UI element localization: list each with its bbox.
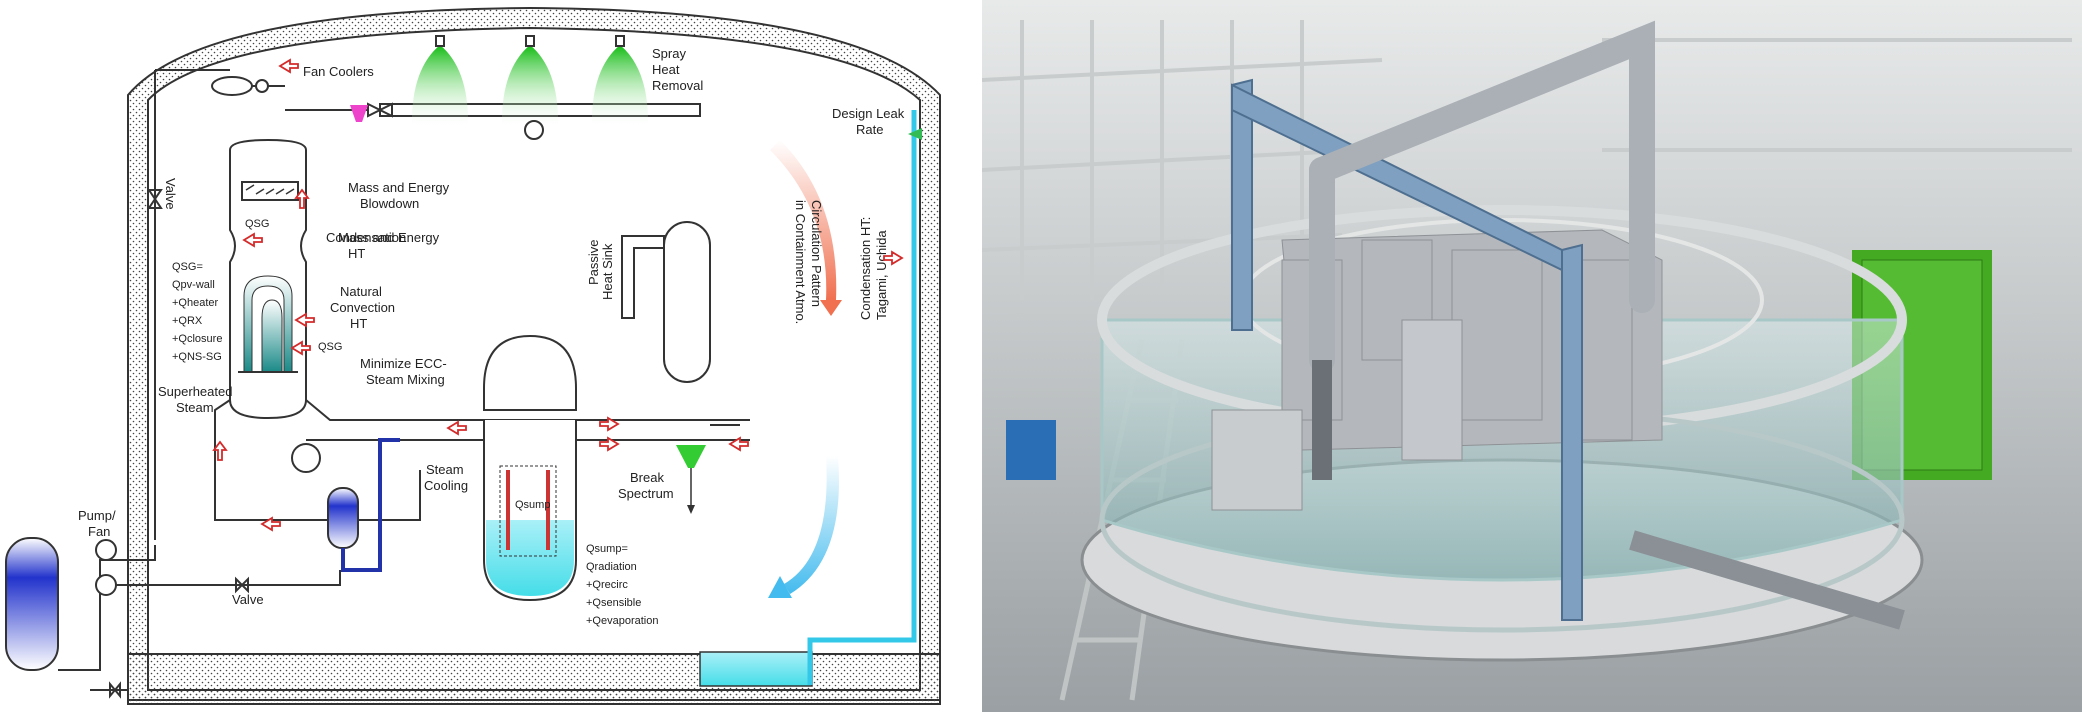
mass-energy-label-2: Blowdown — [360, 196, 419, 211]
containment-floor — [127, 653, 941, 705]
steam-generator — [229, 138, 307, 420]
minimize-ecc-label-1: Minimize ECC- — [360, 356, 447, 371]
natural-convection-label-3: HT — [350, 316, 367, 331]
storage-tank — [5, 537, 59, 671]
svg-text:+Qrecirc: +Qrecirc — [586, 579, 628, 591]
superheated-label-1: Superheated — [158, 384, 232, 399]
steam-cooling-label-2: Cooling — [424, 478, 468, 493]
circulation-label-2: in Containment Atmo. — [793, 200, 808, 324]
design-leak-label-1: Design Leak — [832, 106, 905, 121]
valve-bottom-label: Valve — [232, 592, 264, 607]
spray-label-1: Spray — [652, 46, 686, 61]
svg-text:QSG=: QSG= — [172, 261, 203, 273]
condensation-ht-label-2: HT — [348, 246, 365, 261]
circulation-label-1: Circulation Pattern — [809, 200, 824, 307]
svg-text:Qsump=: Qsump= — [586, 543, 628, 555]
superheated-label-2: Steam — [176, 400, 214, 415]
svg-text:Qpv-wall: Qpv-wall — [172, 279, 215, 291]
mass-energy-label-1b: Mass and Energy — [348, 180, 450, 195]
svg-text:+Qevaporation: +Qevaporation — [586, 615, 658, 627]
svg-text:+Qheater: +Qheater — [172, 297, 219, 309]
design-leak-label-2: Rate — [856, 122, 883, 137]
q-sg-lower-label: QSG — [318, 341, 342, 353]
spray-label-3: Removal — [652, 78, 703, 93]
containment-diagram: Valve Fan Coolers Spray Heat Removal Des… — [5, 6, 941, 705]
svg-text:Qradiation: Qradiation — [586, 561, 637, 573]
q-list-left: QSG= Qpv-wall +Qheater +QRX +Qclosure +Q… — [172, 261, 222, 363]
q-sump-label: Qsump — [515, 499, 550, 511]
natural-convection-label-1: Natural — [340, 284, 382, 299]
q-list-bottom: Qsump= Qradiation +Qrecirc +Qsensible +Q… — [586, 543, 658, 627]
pump-fan-label-2: Fan — [88, 524, 110, 539]
svg-text:+Qsensible: +Qsensible — [586, 597, 641, 609]
pump-fan-label-1: Pump/ — [78, 508, 116, 523]
minimize-ecc-label-2: Steam Mixing — [366, 372, 445, 387]
facility-photo — [982, 0, 2082, 712]
svg-text:+QRX: +QRX — [172, 315, 203, 327]
natural-convection-label-2: Convection — [330, 300, 395, 315]
fan-coolers-label: Fan Coolers — [303, 64, 374, 79]
condensation-ht-label-1: Condensation — [326, 230, 406, 245]
valve-vertical-label: Valve — [163, 178, 178, 210]
spray-nozzles — [411, 35, 649, 130]
cond-ht-right-label-2: Tagami, Uchida — [874, 230, 889, 320]
spray-label-2: Heat — [652, 62, 680, 77]
passive-heat-sink-label-1: Passive — [586, 239, 601, 285]
steam-cooling-label-1: Steam — [426, 462, 464, 477]
svg-text:+Qclosure: +Qclosure — [172, 333, 222, 345]
mass-energy-label-1: Mass and Energy — [338, 230, 440, 245]
q-sg-label: QSG — [245, 218, 269, 230]
svg-text:+QNS-SG: +QNS-SG — [172, 351, 222, 363]
flow-arrows — [212, 58, 904, 532]
reactor-vessel — [483, 334, 577, 602]
break-spectrum-label-2: Spectrum — [618, 486, 674, 501]
cond-ht-right-label-1: Condensation HT: — [858, 217, 873, 320]
break-spectrum-label-1: Break — [630, 470, 664, 485]
passive-heat-sink-label-2: Heat Sink — [600, 243, 615, 300]
